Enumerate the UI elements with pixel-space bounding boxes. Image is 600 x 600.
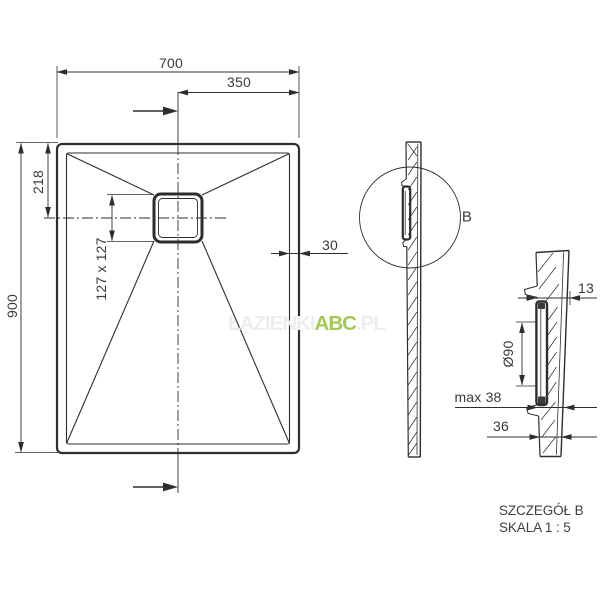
detail-circle-b — [359, 166, 461, 269]
section-arrowheads — [163, 106, 178, 492]
dim-thickness-13: 13 — [578, 280, 594, 296]
dim-rim-30: 30 — [322, 237, 338, 253]
detail-caption-title: SZCZEGÓŁ B — [499, 503, 584, 518]
dim-drain-offset-218: 218 — [30, 170, 46, 194]
dim-edge-height-36: 36 — [493, 418, 509, 434]
dim-drain-size-127: 127 x 127 — [93, 237, 109, 301]
dim-half-width-350: 350 — [227, 74, 251, 90]
dim-max-height-38: max 38 — [454, 389, 502, 405]
watermark-brand: ABC — [314, 312, 357, 335]
dim-width-700: 700 — [159, 55, 183, 71]
side-drain-flange — [401, 185, 412, 241]
front-view — [44, 92, 301, 493]
watermark-prefix: ŁAZIENKI — [228, 312, 316, 335]
side-section-view — [359, 141, 461, 458]
watermark-suffix: .PL — [355, 312, 386, 335]
dim-height-900: 900 — [4, 294, 20, 318]
detail-view-dimensions — [455, 291, 597, 440]
detail-caption-scale: SKALA 1 : 5 — [499, 519, 571, 535]
side-view-hatching — [407, 143, 418, 456]
detail-view-b — [523, 249, 570, 458]
front-view-dimensions — [15, 66, 348, 453]
detail-marker-b: B — [461, 208, 473, 226]
detail-caption: SZCZEGÓŁ B SKALA 1 : 5 — [499, 503, 584, 536]
detail-drain-flange — [535, 300, 549, 407]
dim-drain-diameter-90: Ø90 — [500, 340, 516, 368]
